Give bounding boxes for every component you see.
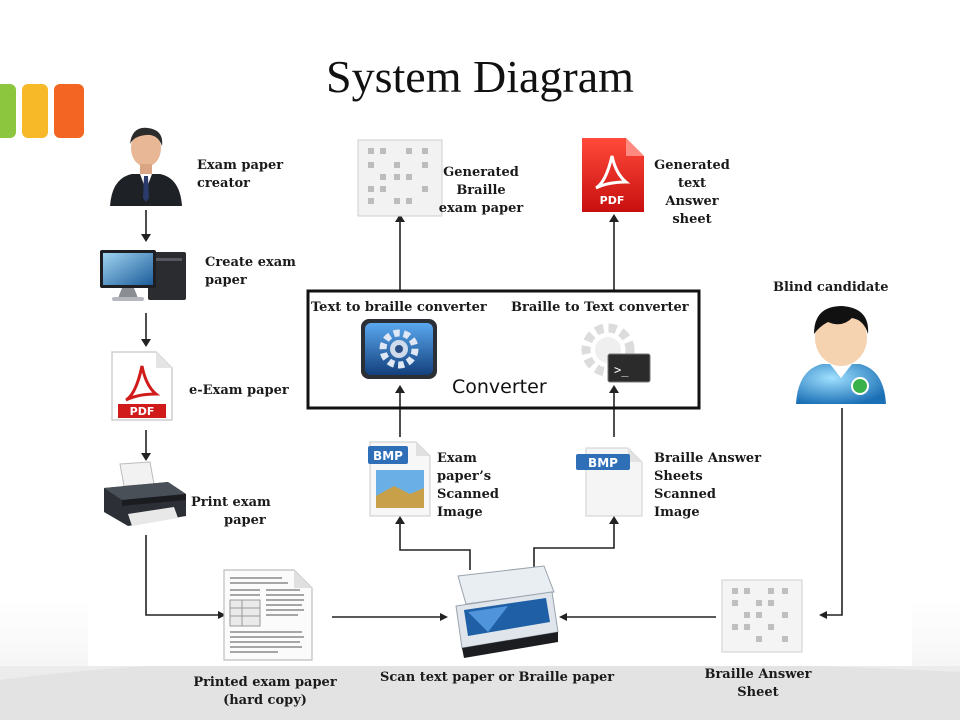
terminal-gear-icon: >_ [581, 323, 651, 383]
converter-right-label: Braille to Text converter [511, 300, 689, 315]
printed-document-icon [223, 569, 313, 661]
converter-box [306, 289, 701, 410]
bmp-badge-text: BMP [373, 449, 403, 463]
bmp-file-icon: BMP [576, 447, 643, 517]
accent-block-green [0, 84, 16, 138]
pdf-file-icon: PDF [111, 351, 173, 421]
node-label-e-exam: e-Exam paper [189, 383, 289, 398]
pdf-badge-text: PDF [600, 194, 625, 207]
gear-app-icon [361, 319, 437, 379]
bmp-badge-text: BMP [588, 456, 618, 470]
node-label-scanner: Scan text paper or Braille paper [380, 670, 615, 685]
pdf-badge-text: PDF [130, 405, 155, 418]
accent-block-orange [54, 84, 84, 138]
flatbed-scanner-icon [455, 565, 559, 658]
bmp-image-icon: BMP [368, 441, 431, 517]
converter-label: Converter [452, 376, 547, 398]
braille-sheet-icon [357, 139, 443, 217]
accent-block-yellow [22, 84, 48, 138]
svg-text:>_: >_ [614, 363, 629, 377]
pdf-file-icon: PDF [582, 138, 644, 212]
node-label-blind-candidate: Blind candidate [773, 280, 889, 295]
page-title: System Diagram [326, 51, 634, 102]
printer-icon [104, 461, 186, 526]
converter-left-label: Text to braille converter [311, 300, 487, 315]
braille-sheet-icon [721, 579, 803, 653]
businessman-icon [110, 127, 182, 206]
node-label-printed-paper: Printed exam paper(hard copy) [193, 675, 337, 708]
desktop-computer-icon [100, 250, 186, 301]
user-avatar-icon [796, 306, 886, 404]
